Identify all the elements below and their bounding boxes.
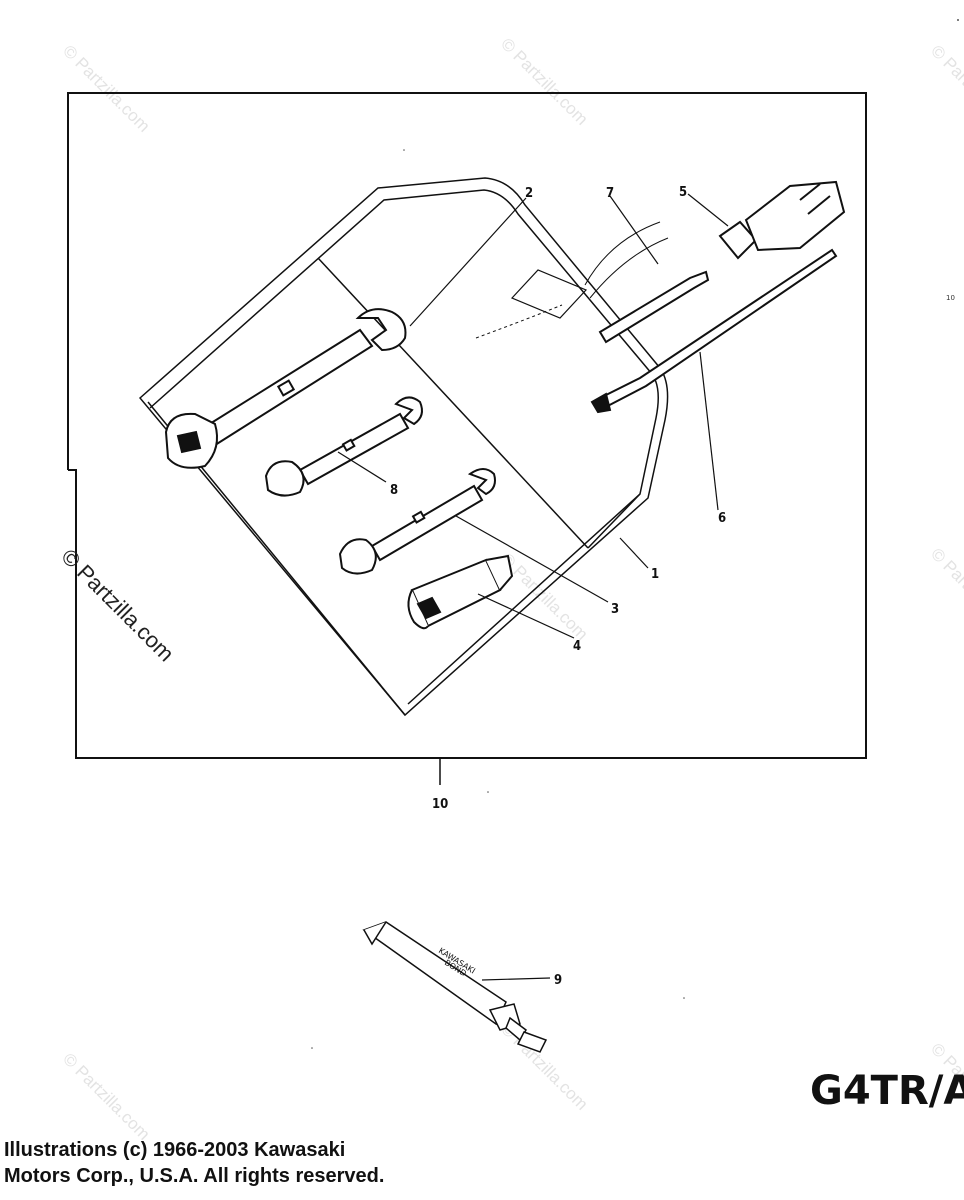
copyright-line-1: Illustrations (c) 1966-2003 Kawasaki <box>4 1139 346 1161</box>
watermark: © Partzilla.com <box>927 544 964 638</box>
callout-10-margin: 10 <box>946 294 955 302</box>
watermark: © Partzilla.com <box>927 41 964 135</box>
callout-5: 5 <box>679 185 687 200</box>
watermark: © Partzilla.com <box>59 41 153 135</box>
callout-1: 1 <box>651 567 659 582</box>
callout-10: 10 <box>432 797 448 812</box>
wrench-large <box>164 308 407 469</box>
wrench-small <box>338 468 496 575</box>
screwdriver-bit <box>598 270 710 344</box>
callout-6: 6 <box>718 511 726 526</box>
tool-bag <box>138 177 669 717</box>
tool-kit-frame <box>67 92 867 785</box>
callout-4: 4 <box>573 639 581 654</box>
screwdriver <box>590 248 838 414</box>
copyright-notice: Illustrations (c) 1966-2003 Kawasaki Mot… <box>4 1137 384 1189</box>
callout-3: 3 <box>611 602 619 617</box>
model-code: G4TR/A <box>810 1068 964 1114</box>
specks <box>311 19 959 1049</box>
screwdriver-grip <box>718 180 846 260</box>
watermark-main: © Partzilla.com <box>56 544 179 667</box>
callout-8: 8 <box>390 483 398 498</box>
copyright-line-2: Motors Corp., U.S.A. All rights reserved… <box>4 1165 385 1187</box>
callouts: 1 2 3 4 5 6 7 8 9 10 10 <box>390 185 955 988</box>
wrench-medium <box>264 396 423 497</box>
watermark: © Partzilla.com <box>497 549 591 643</box>
callout-9: 9 <box>554 973 562 988</box>
callout-2: 2 <box>525 186 533 201</box>
leader-lines <box>337 193 729 981</box>
watermark: © Partzilla.com <box>497 34 591 128</box>
plug-wrench <box>407 554 514 630</box>
watermark: © Partzilla.com <box>59 1049 153 1143</box>
bond-tube: KAWASAKI BOND <box>362 921 548 1053</box>
callout-7: 7 <box>606 186 614 201</box>
